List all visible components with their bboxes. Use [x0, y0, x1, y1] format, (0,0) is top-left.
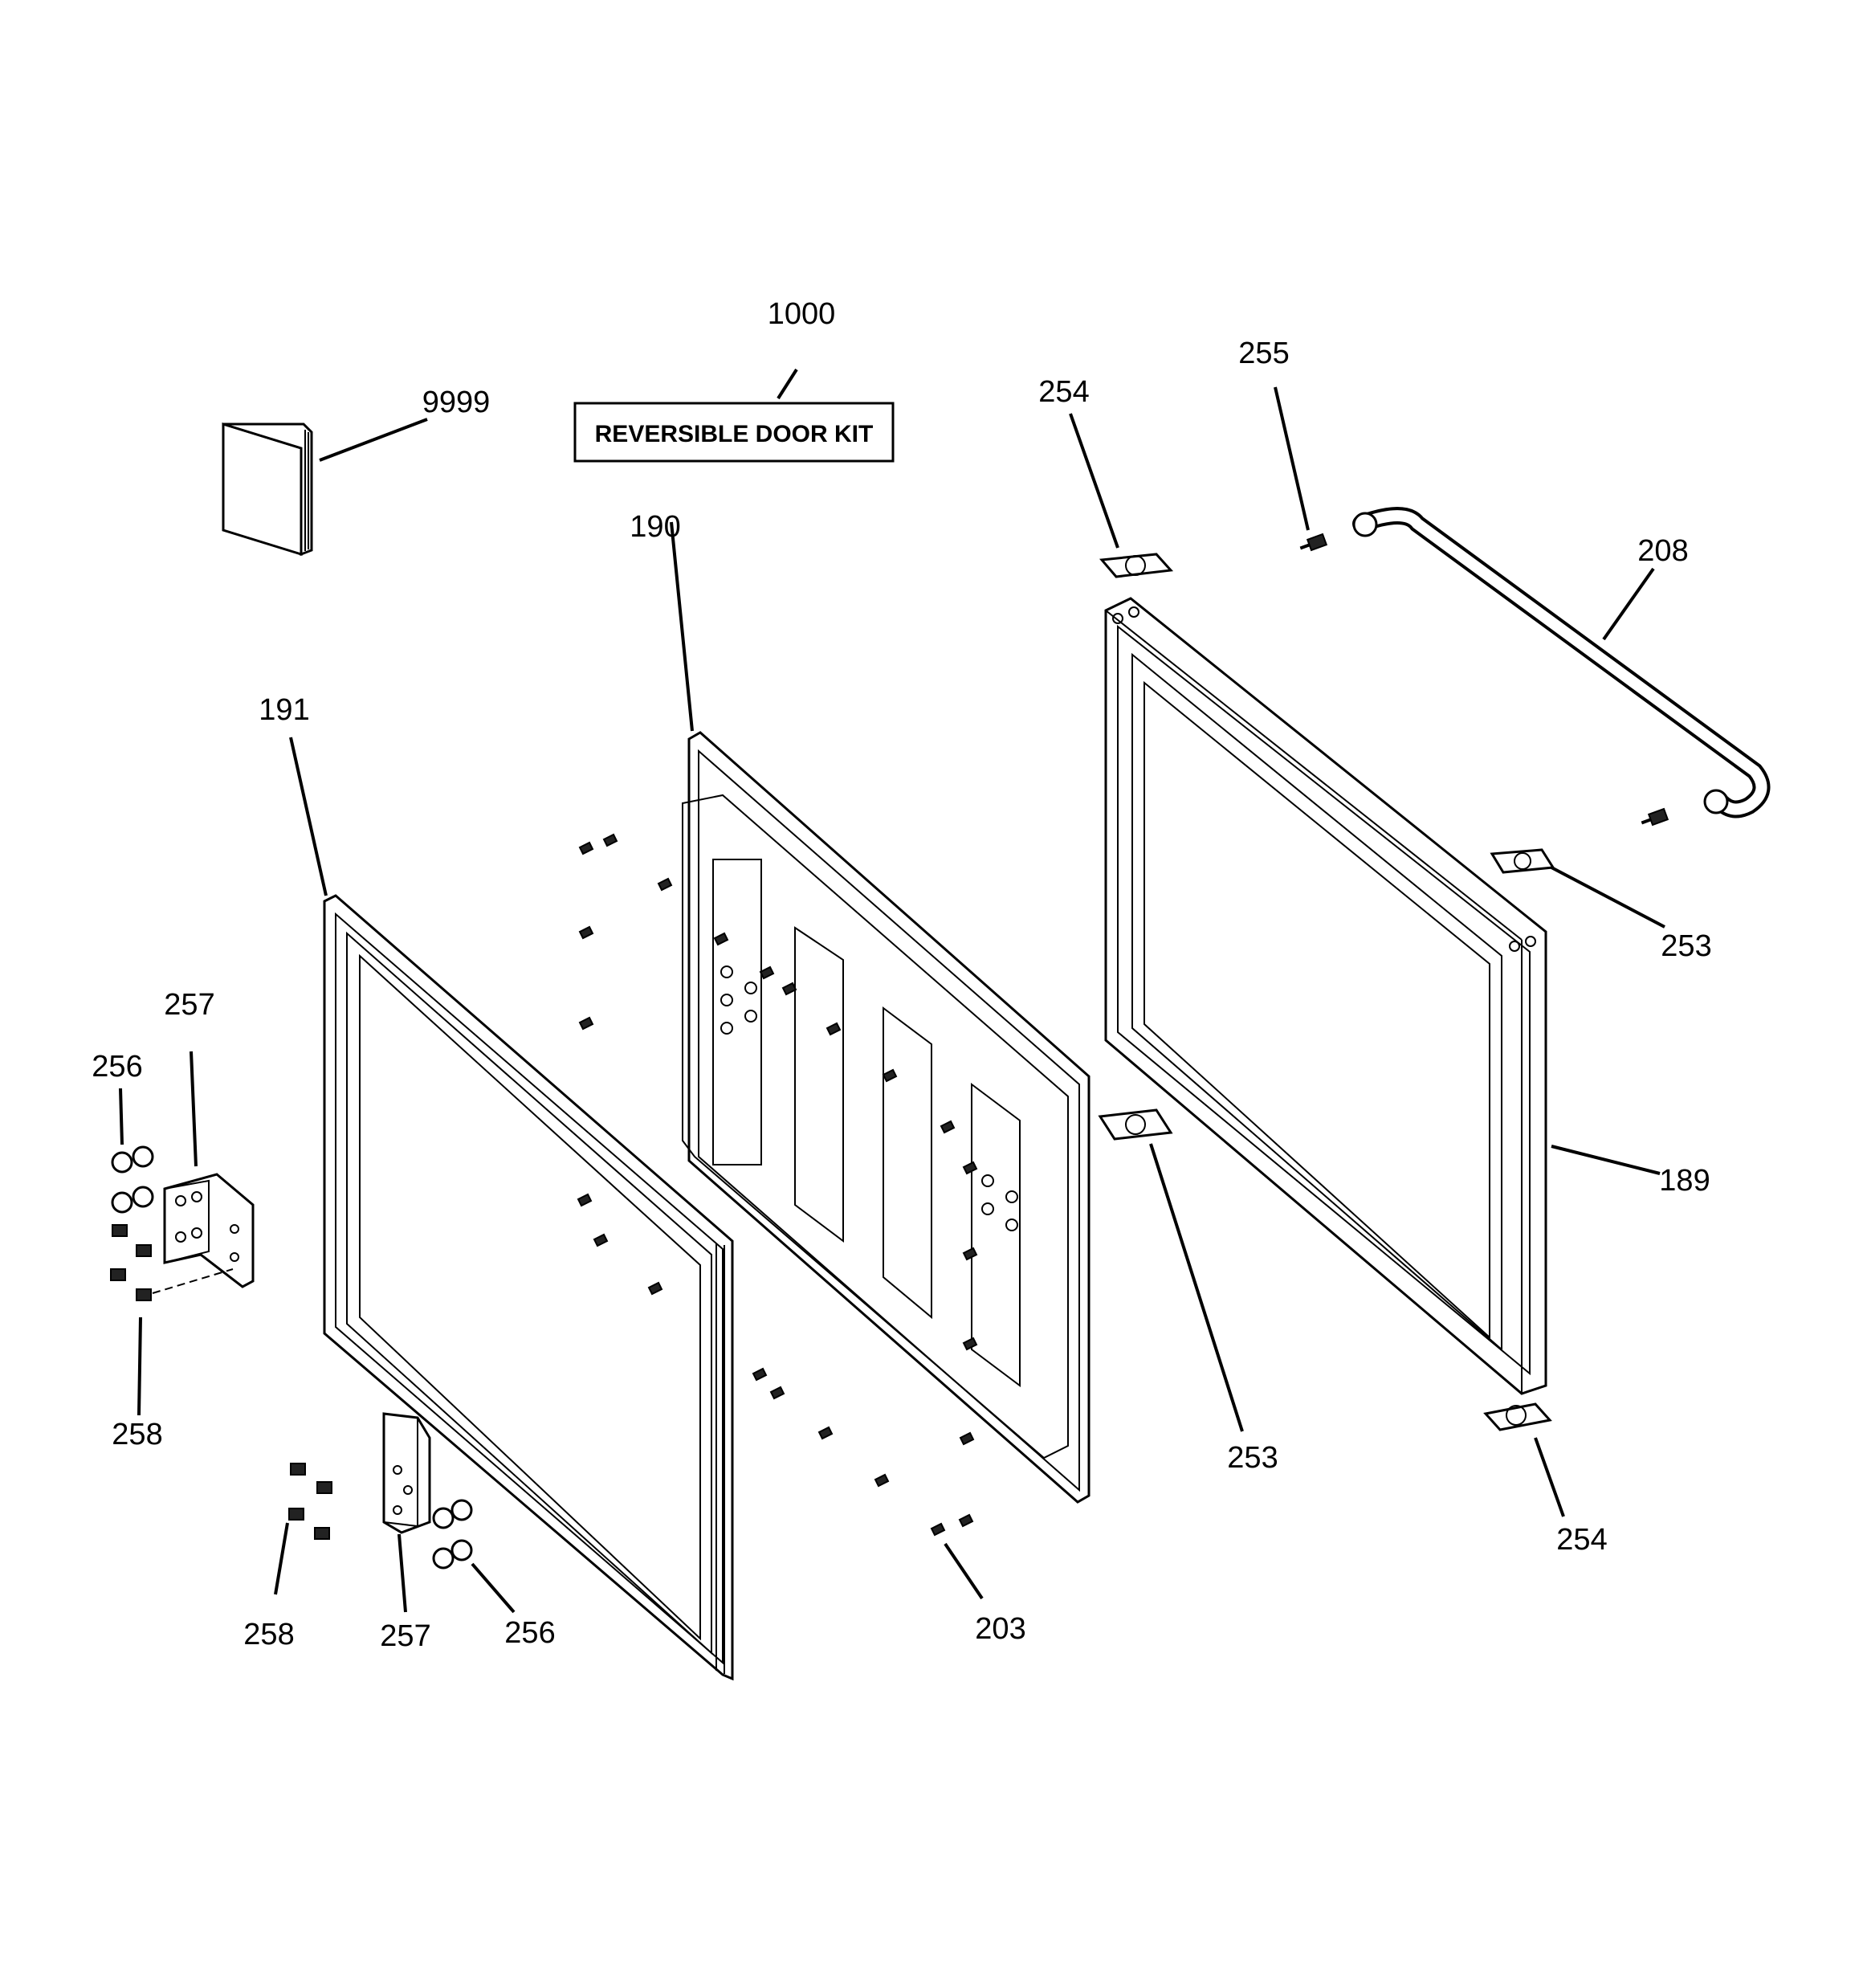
callout-258-left: 258 [112, 1418, 162, 1451]
callout-257-left: 257 [164, 988, 214, 1022]
callout-208: 208 [1637, 534, 1688, 568]
callout-1000: 1000 [768, 297, 836, 331]
owner-manual-booklet [222, 422, 313, 557]
door-handle [1352, 507, 1771, 818]
callout-191: 191 [259, 693, 309, 727]
callout-253-right: 253 [1661, 929, 1711, 963]
screw-group-handle [1299, 533, 1669, 827]
callout-253-bottom: 253 [1227, 1441, 1278, 1475]
hinge-cap-top [1099, 553, 1174, 578]
callout-254-bottom: 254 [1556, 1523, 1607, 1557]
callout-189: 189 [1659, 1164, 1710, 1198]
hinge-bracket-bottom [382, 1412, 431, 1534]
hinge-cover-middle [1098, 1108, 1173, 1141]
leader-lines [119, 368, 1665, 1614]
callout-256-bottom: 256 [504, 1616, 555, 1650]
callout-255: 255 [1238, 337, 1289, 370]
door-liner [682, 731, 1090, 1504]
hinge-bracket-left [152, 1173, 255, 1294]
callout-258-bottom: 258 [243, 1618, 294, 1651]
callout-labels: 9999 1000 190 191 254 255 208 253 189 25… [92, 297, 1711, 1653]
nut-group-bottom [432, 1499, 473, 1570]
reversible-door-kit-box: REVERSIBLE DOOR KIT [573, 402, 895, 463]
callout-203: 203 [975, 1612, 1025, 1646]
screw-group-left [110, 1224, 152, 1301]
callout-256-left: 256 [92, 1050, 142, 1084]
hinge-cap-bottom [1483, 1402, 1552, 1431]
callout-254-top: 254 [1038, 375, 1089, 409]
kit-box-label: REVERSIBLE DOOR KIT [595, 421, 874, 447]
callout-257-bottom: 257 [380, 1619, 430, 1653]
screw-group-bottom [288, 1463, 332, 1540]
outer-door-panel [1104, 597, 1547, 1395]
nut-group-left [111, 1145, 154, 1214]
door-gasket [323, 894, 734, 1681]
screw-group-liner [577, 833, 978, 1537]
hinge-cover-top-right [1490, 848, 1555, 874]
callout-9999: 9999 [422, 386, 491, 419]
callout-190: 190 [630, 510, 680, 544]
